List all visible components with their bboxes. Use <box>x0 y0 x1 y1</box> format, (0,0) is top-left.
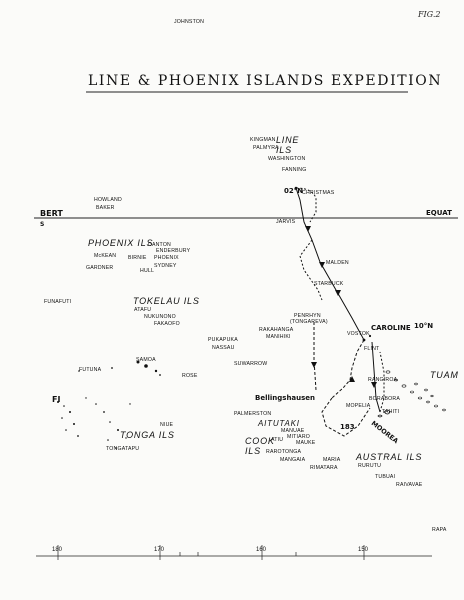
place-sydney: SYDNEY <box>154 263 177 269</box>
place-canton: CANTON <box>148 242 172 248</box>
leg-183-annotation: 183 <box>340 423 355 431</box>
place-rarotonga: RAROTONGA <box>266 449 302 455</box>
place-mopelia: MOPELIA <box>346 403 371 409</box>
place-tubuai: TUBUAI <box>375 474 396 480</box>
group-label-tokelau: TOKELAU ILS <box>133 296 200 306</box>
place-borabora: BORABORA <box>369 396 401 402</box>
place-baker: BAKER <box>96 205 115 211</box>
place-rakahanga: RAKAHANGA <box>259 327 294 333</box>
group-label-tonga: TONGA ILS <box>120 430 175 440</box>
place-mckean: McKEAN <box>94 253 117 259</box>
place-rapa: RAPA <box>432 527 447 533</box>
place-phoenix: PHOENIX <box>154 255 179 261</box>
place-atafu: ATAFU <box>134 307 152 313</box>
place-manuae: MANUAE <box>281 428 305 434</box>
place-caroline: CAROLINE <box>371 324 411 332</box>
track-christmas-to-flint <box>295 187 365 341</box>
place-flint: FLINT <box>364 346 380 352</box>
longitude-tick-170: 170 <box>154 547 165 553</box>
place-christmas: CHRISTMAS <box>302 190 335 196</box>
place-bellingshausen: Bellingshausen <box>255 394 316 402</box>
group-label-cook: COOK ILS <box>245 436 275 456</box>
figure-label: FIG.2 <box>418 10 441 19</box>
place-malden: MALDEN <box>326 260 349 266</box>
place-raivavae: RAIVAVAE <box>396 482 423 488</box>
place-futuna: FUTUNA <box>79 367 102 373</box>
track-penrhyn-leg <box>313 322 317 391</box>
place-jarvis: JARVIS <box>276 219 296 225</box>
place-tongatapu: TONGATAPU <box>106 446 140 452</box>
island-dots <box>78 186 372 376</box>
group-label-line: LINE ILS <box>276 135 300 155</box>
place-rangiroa: RANGIROA <box>368 377 398 383</box>
place-birnie: BIRNIE <box>128 255 147 261</box>
tuamotu-atolls <box>385 370 446 412</box>
place-aitutaki: AITUTAKI <box>258 419 300 428</box>
place-maria: MARIA <box>323 457 341 463</box>
place-manihiki: MANIHIKI <box>266 334 291 340</box>
bert-label: BERT <box>40 209 63 218</box>
place-pukapuka: PUKAPUKA <box>208 337 238 343</box>
place-nassau: NASSAU <box>212 345 235 351</box>
place-tongareva: (TONGAREVA) <box>290 319 328 325</box>
place-fiji: FI <box>52 395 61 404</box>
equator-label: EQUAT <box>426 209 452 217</box>
place-mauke: MAUKE <box>296 440 316 446</box>
longitude-tick-180: 180 <box>52 547 63 553</box>
place-fakaofo: FAKAOFO <box>154 321 180 327</box>
place-samoa: SAMOA <box>136 357 156 363</box>
place-rose: ROSE <box>182 373 198 379</box>
place-vostok: VOSTOK <box>347 331 370 337</box>
place-suwarrow: SUWARROW <box>234 361 268 367</box>
place-fanning: FANNING <box>282 167 307 173</box>
track-malden-loop <box>299 239 323 301</box>
place-rimatara: RIMATARA <box>310 465 338 471</box>
place-enderbury: ENDERBURY <box>156 248 191 254</box>
track-return-loop <box>331 339 365 399</box>
latitude-10n-annotation: 10°N <box>414 322 434 330</box>
longitude-scale-ticks <box>57 545 365 560</box>
group-label-phoenix: PHOENIX ILS <box>88 238 154 248</box>
place-washington: WASHINGTON <box>268 156 306 162</box>
place-hull: HULL <box>140 268 155 274</box>
fiji-reef-dots <box>57 397 131 449</box>
longitude-tick-150: 150 <box>358 547 369 553</box>
place-starbuck: STARBUCK <box>314 281 344 287</box>
place-atiu: ATIU <box>271 437 284 443</box>
place-penrhyn: PENRHYN <box>294 313 321 319</box>
place-gardner: GARDNER <box>86 265 114 271</box>
track-bellingshausen-leg <box>321 397 371 437</box>
group-label-tuamotu: TUAM <box>430 370 459 380</box>
longitude-tick-160: 160 <box>256 547 267 553</box>
place-funafuti: FUNAFUTI <box>44 299 72 305</box>
place-mangaia: MANGAIA <box>280 457 306 463</box>
place-howland: HOWLAND <box>94 197 122 203</box>
place-palmyra: PALMYRA <box>253 145 279 151</box>
latitude-02n-annotation: 02°N <box>284 187 304 195</box>
place-nukunono: NUKUNONO <box>144 314 176 320</box>
place-kingman: KINGMAN <box>250 137 276 143</box>
place-rurutu: RURUTU <box>358 463 382 469</box>
society-islands <box>377 409 391 418</box>
bert-s-label: S <box>40 221 45 228</box>
place-mitiaro: MITIARO <box>287 434 311 440</box>
place-palmerston: PALMERSTON <box>234 411 272 417</box>
track-arrows <box>305 226 377 388</box>
place-niue: NIUE <box>160 422 174 428</box>
group-label-austral: AUSTRAL ILS <box>356 452 423 462</box>
map-title: LINE & PHOENIX ISLANDS EXPEDITION <box>88 73 443 89</box>
place-tahiti: TAHITI <box>382 409 400 415</box>
place-johnston: JOHNSTON <box>174 19 205 25</box>
